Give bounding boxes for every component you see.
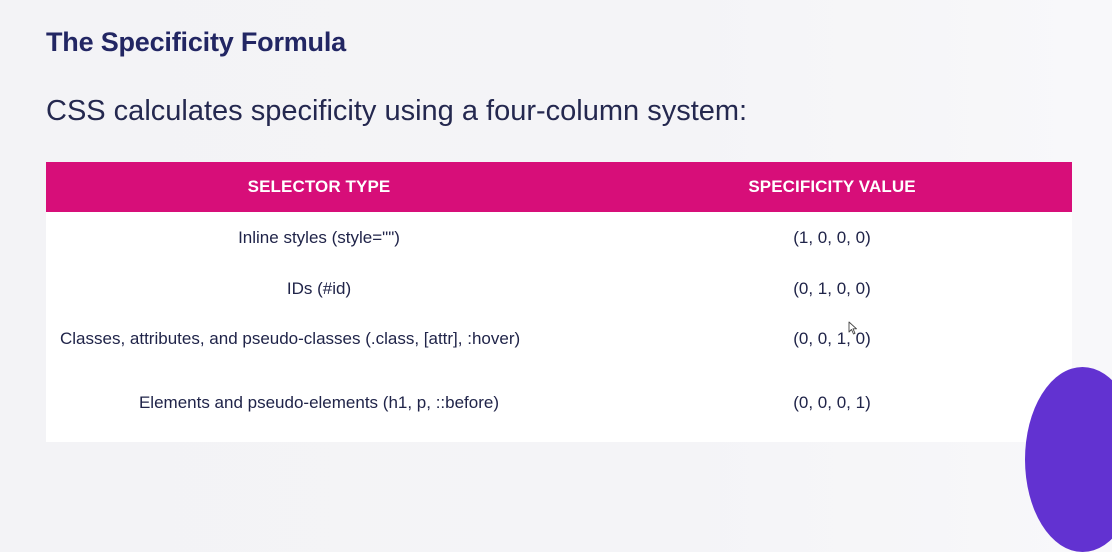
selector-type-cell: Inline styles (style="") <box>238 228 400 247</box>
specificity-value-cell: (0, 1, 0, 0) <box>793 279 871 298</box>
slide-title: The Specificity Formula <box>46 27 346 57</box>
table-header-row: SELECTOR TYPE SPECIFICITY VALUE <box>46 162 1072 212</box>
specificity-table-container: SELECTOR TYPE SPECIFICITY VALUE Inline s… <box>46 162 1072 442</box>
specificity-value-header: SPECIFICITY VALUE <box>592 162 1072 212</box>
table-row: Inline styles (style="") (1, 0, 0, 0) <box>46 212 1072 264</box>
selector-type-header: SELECTOR TYPE <box>46 162 592 212</box>
selector-type-cell: Classes, attributes, and pseudo-classes … <box>60 329 521 348</box>
mouse-pointer-icon <box>848 321 857 335</box>
specificity-value-cell: (0, 0, 0, 1) <box>793 393 871 412</box>
specificity-value-cell: (0, 0, 1, 0) <box>793 329 871 348</box>
slide-subtitle: CSS calculates specificity using a four-… <box>46 95 748 127</box>
selector-type-cell: Elements and pseudo-elements (h1, p, ::b… <box>138 393 500 412</box>
selector-type-cell: IDs (#id) <box>286 279 352 298</box>
table-row: IDs (#id) (0, 1, 0, 0) <box>46 264 1072 314</box>
specificity-value-cell: (1, 0, 0, 0) <box>793 228 871 247</box>
table-row: Elements and pseudo-elements (h1, p, ::b… <box>46 364 1072 442</box>
table-row: Classes, attributes, and pseudo-classes … <box>46 314 1072 364</box>
specificity-table: SELECTOR TYPE SPECIFICITY VALUE Inline s… <box>46 162 1072 442</box>
table-body: Inline styles (style="") (1, 0, 0, 0) ID… <box>46 212 1072 442</box>
table-header: SELECTOR TYPE SPECIFICITY VALUE <box>46 162 1072 212</box>
